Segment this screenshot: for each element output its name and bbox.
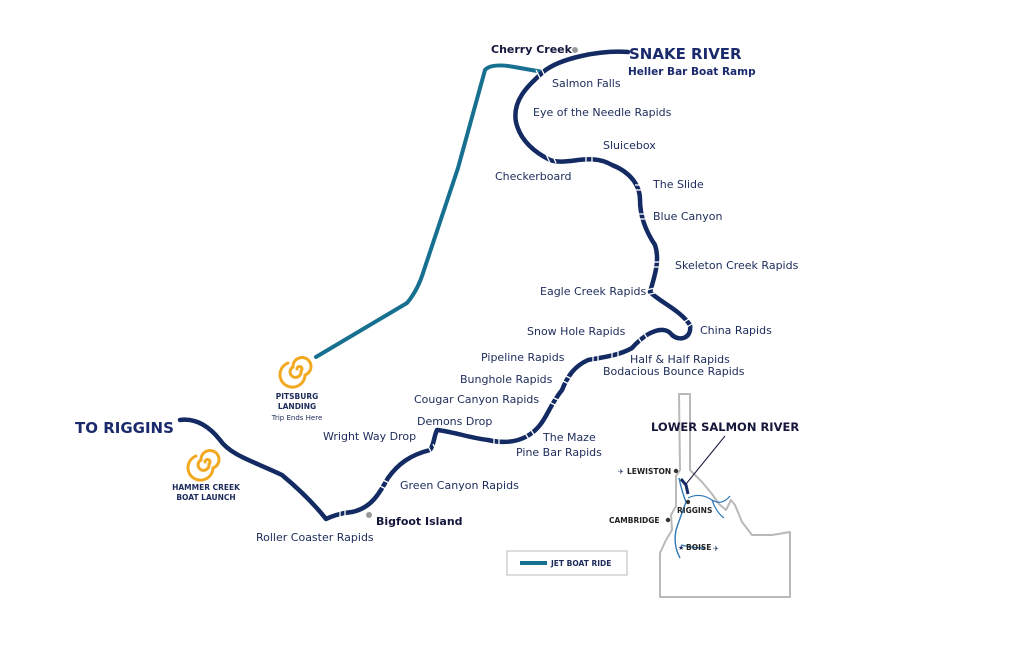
idaho-inset-map: LOWER SALMON RIVER LEWISTON ✈ RIGGINS CA… [609,393,799,598]
heller-bar-label: Heller Bar Boat Ramp [628,66,756,78]
rapid-label: Bunghole Rapids [460,373,553,386]
rapid-label: Demons Drop [417,415,492,428]
star-icon: ★ [678,544,684,552]
legend-label: JET BOAT RIDE [550,559,611,568]
inset-title: LOWER SALMON RIVER [651,420,799,434]
rapid-label: Half & Half Rapids [630,353,730,366]
town-dot [665,517,671,523]
town-dot [685,499,691,505]
rapid-label: Eagle Creek Rapids [540,285,647,298]
pitsburg-note: Trip Ends Here [271,414,323,422]
snake-river-label: SNAKE RIVER [629,45,742,63]
spiral-icon [186,449,221,482]
rapid-label: Roller Coaster Rapids [256,531,374,544]
legend: JET BOAT RIDE [506,550,628,576]
bigfoot-island-label: Bigfoot Island [376,515,463,528]
hammer-creek-line1: HAMMER CREEK [172,483,241,492]
pitsburg-landing: PITSBURG LANDING Trip Ends Here [271,356,323,422]
airport-icon: ✈ [618,468,624,476]
rapid-label: China Rapids [700,324,772,337]
to-riggins-label: TO RIGGINS [75,419,174,437]
inset-river [687,494,731,519]
bigfoot-island-dot [366,512,372,518]
river-route [177,49,693,522]
rapid-label: Salmon Falls [552,77,621,90]
rapid-label: Snow Hole Rapids [527,325,626,338]
hammer-creek-line2: BOAT LAUNCH [176,493,235,502]
hammer-creek-launch: HAMMER CREEK BOAT LAUNCH [172,449,241,502]
town-dot [673,468,679,474]
cherry-creek-label: Cherry Creek [491,43,573,56]
pitsburg-line2: LANDING [278,402,316,411]
callout-line [685,435,726,485]
rapid-label: Cougar Canyon Rapids [414,393,539,406]
rapid-label: Pipeline Rapids [481,351,565,364]
rapid-label: Checkerboard [495,170,572,183]
town-label-lewiston: LEWISTON [627,467,671,476]
rapid-markers [339,65,696,517]
spiral-icon [278,356,313,389]
town-label-cambridge: CAMBRIDGE [609,516,660,525]
jet-boat-route [314,63,545,359]
rapid-label: Sluicebox [603,139,656,152]
rapid-label: The Maze [542,431,596,444]
rapid-label: Pine Bar Rapids [516,446,602,459]
rapid-label: Blue Canyon [653,210,722,223]
inset-river [680,544,706,549]
rapid-label: Skeleton Creek Rapids [675,259,799,272]
inset-river [674,477,687,559]
cherry-creek-dot [572,47,578,53]
airport-icon: ✈ [713,545,719,553]
rapid-label: Bodacious Bounce Rapids [603,365,745,378]
town-label-riggins: RIGGINS [677,506,712,515]
town-label-boise: BOISE [686,543,711,552]
rapid-label: Green Canyon Rapids [400,479,519,492]
lower-salmon-highlight [679,478,690,495]
idaho-outline [659,393,791,598]
rapid-label: The Slide [652,178,704,191]
pitsburg-line1: PITSBURG [276,392,319,401]
rapid-label: Eye of the Needle Rapids [533,106,672,119]
rapid-label: Wright Way Drop [323,430,416,443]
